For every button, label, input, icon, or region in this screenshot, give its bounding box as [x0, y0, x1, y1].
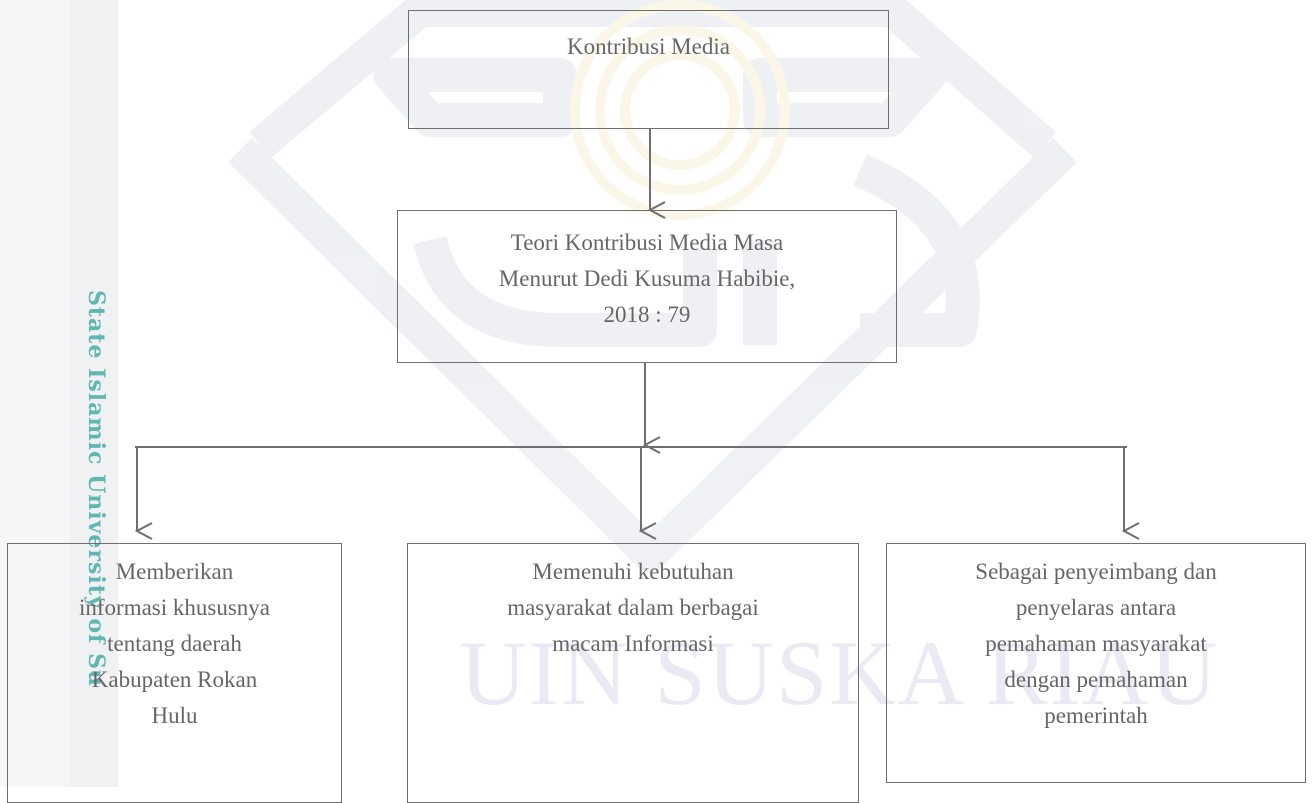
node-penyeimbang-line-2: penyelaras antara: [1015, 595, 1177, 620]
node-kontribusi-media-line-1: Kontribusi Media: [567, 34, 730, 59]
node-informasi-daerah-line-2: informasi khususnya: [78, 595, 270, 620]
node-informasi-daerah-line-1: Memberikan: [115, 559, 234, 584]
node-kebutuhan-masyarakat-line-1: Memenuhi kebutuhan: [532, 559, 734, 584]
node-kontribusi-media: Kontribusi Media: [408, 10, 889, 129]
node-informasi-daerah-line-5: Hulu: [151, 703, 198, 728]
node-kebutuhan-masyarakat-line-2: masyarakat dalam berbagai: [507, 595, 759, 620]
node-kebutuhan-masyarakat: Memenuhi kebutuhan masyarakat dalam berb…: [407, 543, 859, 803]
node-informasi-daerah: Memberikan informasi khususnya tentang d…: [7, 543, 342, 803]
node-penyeimbang-line-5: pemerintah: [1044, 703, 1148, 728]
node-teori-kontribusi-line-1: Teori Kontribusi Media Masa: [510, 230, 784, 255]
node-penyeimbang-line-1: Sebagai penyeimbang dan: [975, 559, 1217, 584]
node-informasi-daerah-line-4: Kabupaten Rokan: [91, 667, 258, 692]
node-teori-kontribusi-line-3: 2018 : 79: [603, 302, 691, 327]
node-penyeimbang-line-4: dengan pemahaman: [1004, 667, 1188, 692]
node-kebutuhan-masyarakat-line-3: macam Informasi: [552, 631, 714, 656]
node-penyeimbang: Sebagai penyeimbang dan penyelaras antar…: [886, 543, 1306, 783]
node-teori-kontribusi-line-2: Menurut Dedi Kusuma Habibie,: [498, 266, 796, 291]
node-informasi-daerah-line-3: tentang daerah: [107, 631, 242, 656]
node-teori-kontribusi: Teori Kontribusi Media Masa Menurut Dedi…: [397, 210, 897, 363]
node-penyeimbang-line-3: pemahaman masyarakat: [985, 631, 1207, 656]
